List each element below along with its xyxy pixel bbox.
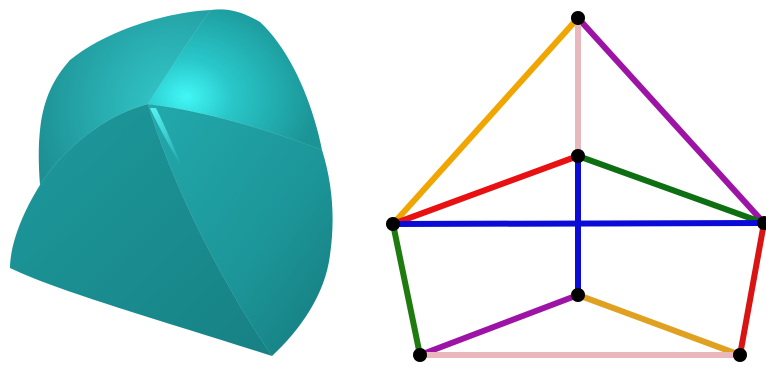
edge-upper-middle-right bbox=[575, 153, 766, 226]
solid-face-left bbox=[10, 104, 272, 356]
curved-solid bbox=[10, 9, 333, 356]
graph-vertices bbox=[386, 11, 766, 362]
vertex-top bbox=[571, 11, 585, 25]
graph-edges bbox=[390, 15, 766, 358]
solid-face-front-right bbox=[148, 104, 333, 356]
edge-top-left bbox=[390, 15, 581, 227]
wireframe-graph bbox=[386, 11, 766, 362]
edge-right-bottom-right bbox=[737, 220, 766, 358]
vertex-bottom-right bbox=[733, 348, 747, 362]
solid-ridge-highlight bbox=[150, 108, 182, 168]
edge-left-upper-middle bbox=[390, 153, 581, 227]
edge-bottom-left-lower-middle bbox=[417, 292, 581, 358]
vertex-left bbox=[386, 217, 400, 231]
edge-top-right bbox=[575, 15, 766, 226]
vertex-bottom-left bbox=[413, 348, 427, 362]
vertex-right bbox=[757, 216, 766, 230]
solid-face-upper-left bbox=[38, 10, 211, 185]
edge-left-bottom-left bbox=[390, 221, 423, 358]
solid-face-upper-right bbox=[148, 9, 322, 151]
edge-lower-middle-bottom-right bbox=[575, 292, 743, 358]
vertex-upper-middle bbox=[571, 149, 585, 163]
vertex-lower-middle bbox=[571, 288, 585, 302]
